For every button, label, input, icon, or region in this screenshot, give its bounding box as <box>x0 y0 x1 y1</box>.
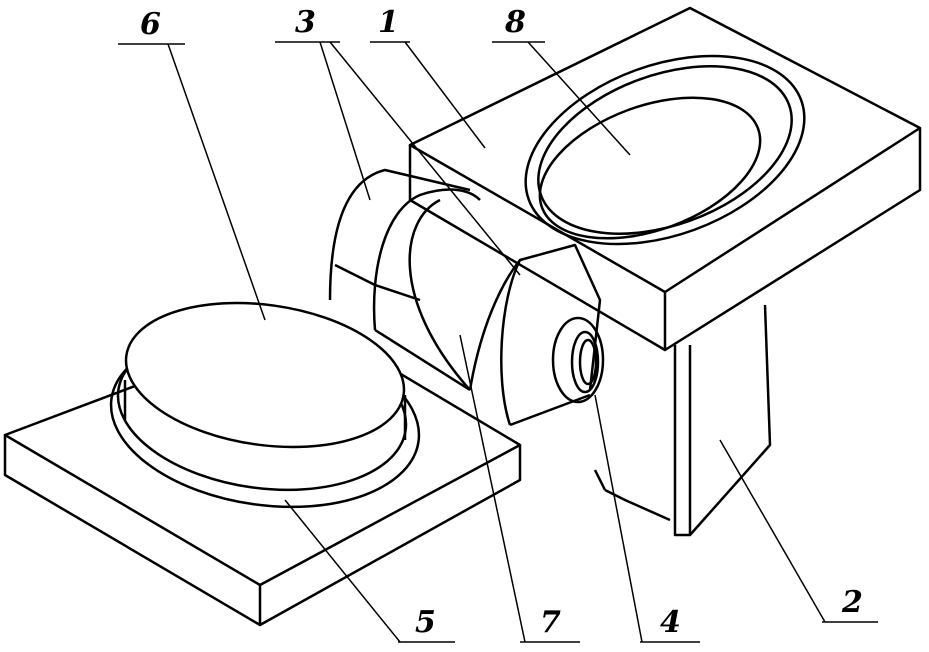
label-2: 2 <box>842 585 863 620</box>
label-1: 1 <box>378 5 399 40</box>
hinge <box>328 168 602 427</box>
label-4: 4 <box>660 605 681 640</box>
label-5: 5 <box>415 605 436 640</box>
lower-plate <box>3 301 522 627</box>
label-8: 8 <box>505 5 526 40</box>
pin <box>551 316 671 522</box>
label-3: 3 <box>295 5 316 40</box>
label-6: 6 <box>140 7 161 42</box>
leader-lines <box>118 41 878 643</box>
support-post <box>673 304 772 537</box>
label-7: 7 <box>540 605 561 640</box>
upper-block <box>408 6 922 352</box>
